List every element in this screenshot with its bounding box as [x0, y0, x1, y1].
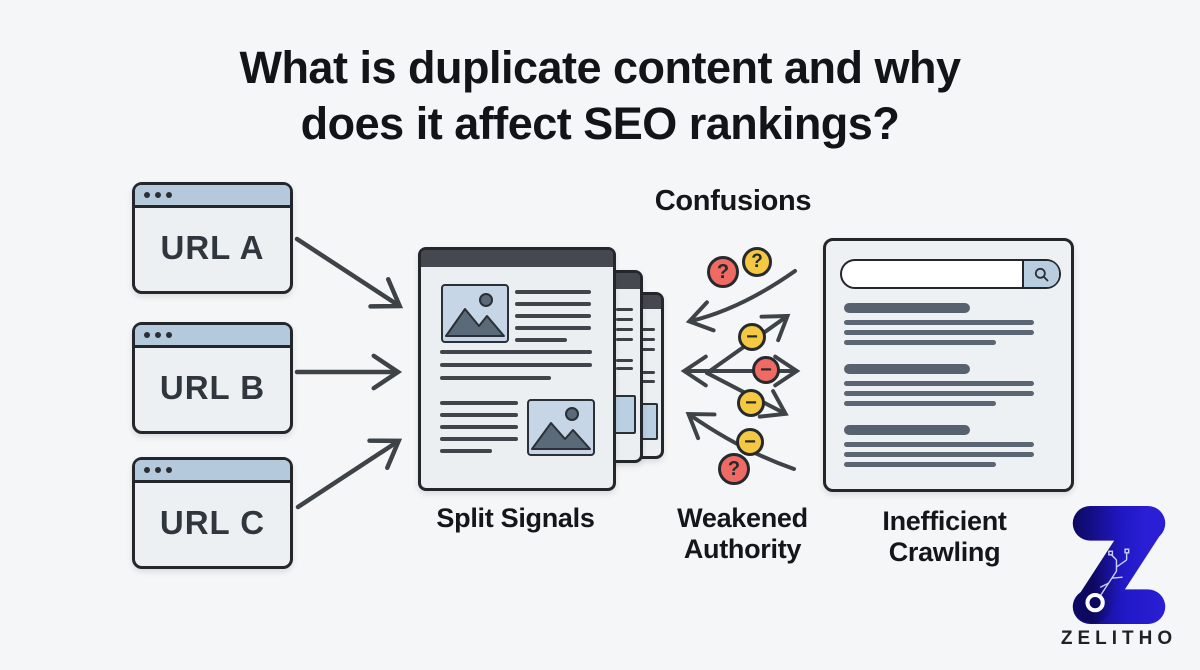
text-line	[440, 376, 551, 380]
url-window-a: URL A	[132, 182, 293, 294]
result-line	[844, 462, 996, 467]
minus-badge: −	[736, 428, 764, 456]
brand-name: ZELITHO	[1060, 628, 1178, 649]
arrow-icon-url-a	[294, 236, 404, 309]
result-line	[844, 381, 1034, 386]
text-line	[440, 363, 592, 367]
result-line	[844, 401, 996, 406]
magnifier-icon	[1034, 267, 1049, 281]
text-line	[440, 350, 592, 354]
caption-inefficient-crawling: Inefficient Crawling	[882, 506, 1007, 567]
image-icon	[441, 284, 509, 343]
zelitho-z-logo	[1072, 506, 1166, 624]
window-titlebar	[135, 185, 290, 208]
question-badge: ?	[718, 453, 750, 485]
text-line	[515, 290, 591, 294]
text-line	[642, 338, 655, 341]
result-line	[844, 452, 1034, 457]
result-title-bar	[844, 425, 970, 435]
result-line	[844, 391, 1034, 396]
text-line	[515, 314, 591, 318]
result-line	[844, 320, 1034, 325]
question-badge: ?	[707, 256, 739, 288]
minus-badge: −	[737, 389, 765, 417]
search-button	[1022, 261, 1059, 287]
url-label: URL A	[160, 229, 265, 266]
page-header	[421, 250, 613, 267]
text-line	[642, 380, 655, 383]
url-label: URL C	[159, 504, 266, 541]
text-line	[515, 338, 567, 342]
minus-badge: −	[738, 323, 766, 351]
result-title-bar	[844, 303, 970, 313]
minus-badge: −	[752, 356, 780, 384]
text-line	[515, 302, 591, 306]
search-results-window	[823, 238, 1074, 492]
result-title-bar	[844, 364, 970, 374]
window-titlebar	[135, 325, 290, 348]
window-dots-icon	[144, 192, 150, 198]
text-line	[440, 425, 518, 429]
window-dots-icon	[166, 332, 172, 338]
window-dots-icon	[155, 332, 161, 338]
page-title: What is duplicate content and why does i…	[239, 42, 961, 149]
window-titlebar	[135, 460, 290, 483]
caption-split-signals: Split Signals	[436, 503, 595, 533]
url-label: URL B	[159, 369, 266, 406]
text-line	[642, 328, 655, 331]
text-line	[440, 401, 518, 405]
text-line	[642, 371, 655, 374]
result-line	[844, 340, 996, 345]
text-line	[616, 308, 633, 311]
arrow-icon-confusion-top-left	[685, 269, 797, 333]
window-dots-icon	[155, 192, 161, 198]
circuit-traces-icon	[1098, 548, 1130, 598]
search-input	[840, 259, 1061, 289]
text-line	[616, 367, 633, 370]
result-line	[844, 442, 1034, 447]
question-badge: ?	[742, 247, 772, 277]
confusions-label: Confusions	[654, 185, 812, 217]
window-dots-icon	[155, 467, 161, 473]
text-line	[515, 326, 591, 330]
text-line	[440, 437, 518, 441]
duplicate-page-front	[418, 247, 616, 491]
text-line	[616, 359, 633, 362]
caption-weakened-authority: Weakened Authority	[677, 503, 808, 564]
text-line	[642, 348, 655, 351]
window-dots-icon	[166, 192, 172, 198]
url-window-b: URL B	[132, 322, 293, 434]
text-line	[616, 328, 633, 331]
window-dots-icon	[166, 467, 172, 473]
text-line	[440, 413, 518, 417]
arrow-icon-url-c	[295, 438, 403, 510]
result-line	[844, 330, 1034, 335]
url-window-c: URL C	[132, 457, 293, 569]
image-icon	[614, 395, 636, 434]
window-dots-icon	[144, 332, 150, 338]
text-line	[440, 449, 492, 453]
window-dots-icon	[144, 467, 150, 473]
text-line	[616, 318, 633, 321]
text-line	[616, 338, 633, 341]
image-icon	[527, 399, 595, 456]
